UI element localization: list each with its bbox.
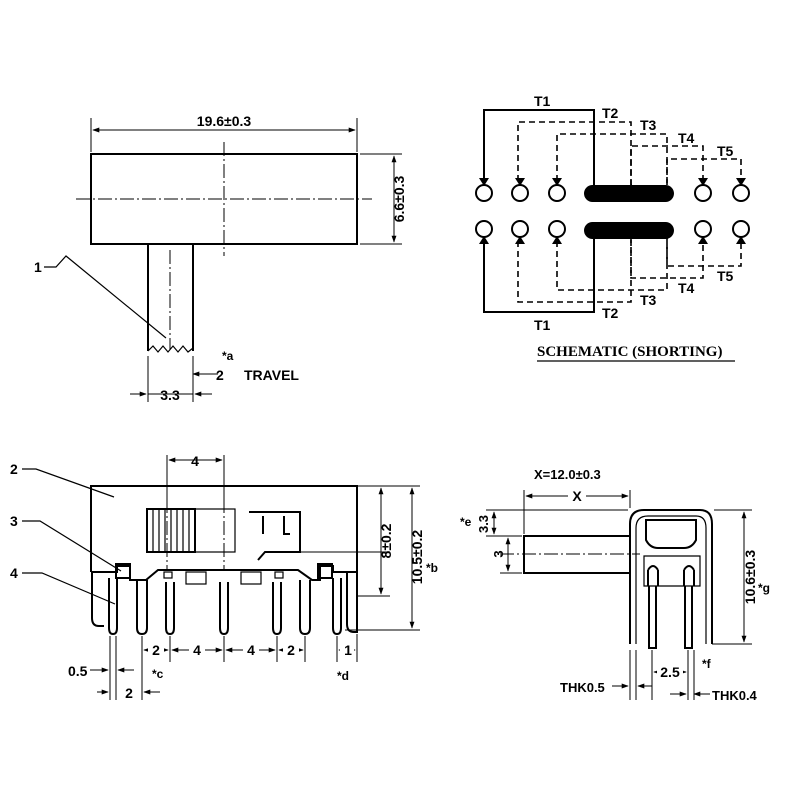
terminal-bottom-2 (511, 220, 529, 238)
actuator-stem (194, 508, 236, 553)
left-hook (115, 563, 131, 579)
t3-path-bottom (556, 237, 668, 291)
callout-1: 1 (34, 259, 42, 275)
x-value: X=12.0±0.3 (534, 467, 601, 482)
note-f: *f (702, 657, 712, 671)
terminal-bottom-1 (475, 220, 493, 238)
x-label: X (572, 488, 582, 504)
thk-right-label: THK0.4 (712, 688, 758, 703)
bottom-2-label: 2 (125, 685, 133, 701)
label-t2-bottom: T2 (602, 305, 619, 321)
label-t4-bottom: T4 (678, 280, 695, 296)
side-housing-inner (635, 515, 707, 644)
right-hook (317, 563, 333, 579)
side-pins (648, 586, 693, 649)
side-housing-outer (629, 509, 713, 644)
note-d: *d (337, 669, 349, 683)
pitch-4-a-bg (189, 641, 205, 657)
front-view: 4 2 3 4 8±0.2 10.5±0.2 *b (10, 453, 438, 701)
callout-3: 3 (10, 513, 18, 529)
pitch-2-left-bg (148, 641, 164, 657)
pitch-2-5-bg (657, 663, 683, 679)
body-length-label: 19.6±0.3 (197, 113, 252, 129)
label-t5-bottom: T5 (717, 268, 734, 284)
terminal-top-1 (475, 184, 493, 202)
pitch-4-b-bg (243, 641, 259, 657)
terminal-top-2 (511, 184, 529, 202)
pitch-dimension-lines (109, 634, 358, 700)
t1-path (483, 109, 595, 313)
thk-left-label: THK0.5 (560, 680, 605, 695)
label-t1-bottom: T1 (534, 317, 551, 333)
terminal-bottom-6 (694, 220, 712, 238)
terminal-top-7 (732, 184, 750, 202)
label-t4-top: T4 (678, 130, 695, 146)
pitch-4-a-label: 4 (193, 642, 201, 658)
callout-4-leader (22, 572, 116, 605)
side-contact-clips (647, 565, 695, 586)
pitch-2-right-label: 2 (287, 642, 295, 658)
actuator-width-label: 3.3 (160, 387, 180, 403)
pitch-2-right-bg (283, 641, 299, 657)
pitch-4-b-label: 4 (247, 642, 255, 658)
label-t2-top: T2 (602, 105, 619, 121)
t5-path-bottom (666, 237, 742, 267)
travel-label: TRAVEL (244, 367, 299, 383)
terminal-pins (91, 572, 358, 636)
side-contact-block (643, 555, 701, 587)
note-g: *g (758, 581, 770, 595)
edge-1-label: 1 (344, 642, 352, 658)
t2-path-bottom (517, 237, 632, 303)
note-e: *e (460, 515, 472, 529)
pitch-2-5-label: 2.5 (660, 664, 680, 680)
side-slider (645, 519, 697, 549)
travel-note: *a (222, 349, 234, 363)
t4-path-top (630, 145, 704, 185)
side-view: X X=12.0±0.3 3.3 *e 3 10.6±0.3 *g 2.5 *f… (460, 467, 770, 703)
knob-ribs (152, 510, 190, 551)
note-b: *b (426, 561, 438, 575)
label-t1-top: T1 (534, 93, 551, 109)
callout-2-leader (22, 468, 115, 498)
height-3-3-label: 3.3 (476, 515, 491, 533)
shorting-bar-top (584, 185, 674, 202)
schematic: T1 T2 T3 T4 T5 T1 T2 T3 T4 T5 SCHEMATIC … (475, 93, 750, 362)
label-t3-bottom: T3 (640, 292, 657, 308)
height-3-label: 3 (491, 550, 506, 557)
callout-3-leader (22, 520, 122, 572)
total-height-label: 10.6±0.3 (742, 550, 758, 605)
note-c: *c (152, 667, 164, 681)
terminal-top-6 (694, 184, 712, 202)
t2-path-top (517, 121, 633, 186)
slot-width-label: 4 (191, 453, 199, 469)
x-label-bg (568, 487, 586, 503)
base-outline (91, 565, 357, 581)
body-height-label: 6.6±0.3 (391, 175, 407, 222)
t3-path-top (556, 133, 668, 185)
edge-1-bg (340, 641, 354, 657)
terminal-bottom-3 (548, 220, 566, 238)
top-view: 19.6±0.3 6.6±0.3 1 3.3 2 *a TRAVEL (34, 113, 407, 403)
pitch-2-left-label: 2 (152, 642, 160, 658)
terminal-top-3 (548, 184, 566, 202)
contact-tabs (163, 571, 284, 585)
label-t3-top: T3 (640, 117, 657, 133)
callout-2: 2 (10, 461, 18, 477)
shorting-bar-bottom (584, 222, 674, 239)
terminal-bottom-7 (732, 220, 750, 238)
t5-path-top (666, 158, 742, 185)
label-t5-top: T5 (717, 143, 734, 159)
height-10-5-label: 10.5±0.2 (409, 530, 425, 585)
travel-value: 2 (216, 367, 224, 383)
height-8-label: 8±0.2 (378, 523, 394, 558)
schematic-caption: SCHEMATIC (SHORTING) (537, 344, 722, 360)
t4-path-bottom (630, 237, 704, 279)
pin-width-label: 0.5 (68, 663, 88, 679)
callout-1-leader (44, 255, 167, 339)
actuator-outline (147, 244, 194, 351)
housing-window (249, 511, 301, 561)
callout-4: 4 (10, 565, 18, 581)
